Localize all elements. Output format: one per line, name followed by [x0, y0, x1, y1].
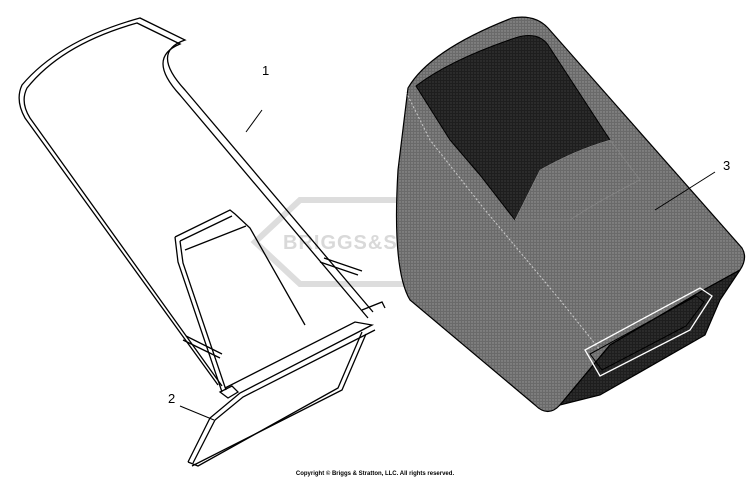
copyright-notice: Copyright © Briggs & Stratton, LLC. All … [295, 471, 455, 477]
part-1-frame [18, 17, 374, 387]
callout-leaders [179, 109, 716, 421]
leader-2 [179, 405, 215, 421]
callout-3: 3 [723, 158, 730, 173]
leader-1 [245, 109, 263, 133]
leader-3 [654, 171, 716, 211]
callout-1: 1 [262, 63, 269, 78]
part-2-bag-frame [174, 209, 386, 467]
callout-2: 2 [168, 391, 175, 406]
part-3-grass-bag [395, 16, 746, 413]
